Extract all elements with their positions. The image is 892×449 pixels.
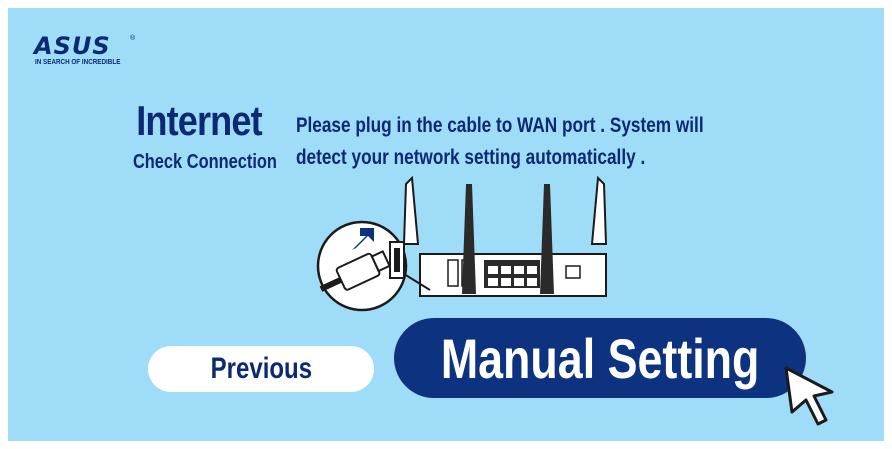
logo-tagline: IN SEARCH OF INCREDIBLE	[35, 59, 121, 66]
router-antennas-center	[462, 184, 554, 294]
cursor-icon	[784, 366, 834, 426]
registered-mark: ®	[130, 35, 136, 42]
arrow-icon	[352, 228, 374, 250]
previous-button-label: Previous	[210, 352, 312, 385]
asus-logo: ASUS ® IN SEARCH OF INCREDIBLE	[34, 34, 144, 74]
page-subtitle: Check Connection	[132, 151, 277, 173]
cable-plug-icon	[316, 220, 408, 312]
previous-button[interactable]: Previous	[148, 346, 374, 392]
router-illustration	[316, 175, 608, 312]
wizard-panel: ASUS ® IN SEARCH OF INCREDIBLE Internet …	[8, 8, 884, 441]
instruction-message: Please plug in the cable to WAN port . S…	[296, 114, 704, 169]
router-icon	[419, 253, 607, 297]
logo-wordmark: ASUS	[34, 32, 111, 60]
page-title: Internet	[136, 97, 262, 144]
manual-setting-button-label: Manual Setting	[440, 326, 760, 390]
router-antennas	[402, 175, 608, 245]
manual-setting-button[interactable]: Manual Setting	[394, 318, 806, 398]
